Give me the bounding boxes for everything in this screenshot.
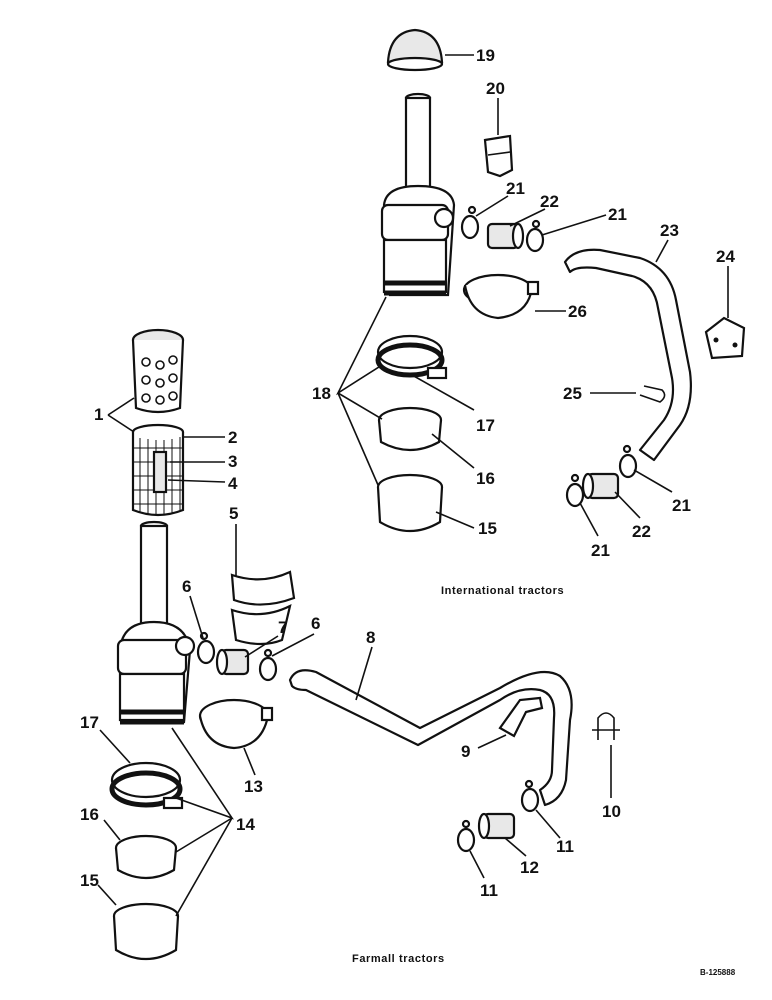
international-assembly [375, 28, 746, 532]
callout-5: 5 [229, 504, 238, 523]
cup-15 [112, 902, 180, 960]
hose-clamp-6 [196, 631, 216, 665]
callout-16: 16 [476, 469, 495, 488]
callout-19: 19 [476, 46, 495, 65]
callout-11: 11 [480, 881, 498, 900]
intake-tube-8 [288, 669, 573, 807]
ring-16 [114, 834, 178, 880]
callout-25: 25 [563, 384, 582, 403]
farmall-assembly [109, 328, 620, 960]
air-cleaner-body [116, 620, 196, 725]
bracket-24 [704, 316, 746, 360]
u-bolt-25 [639, 385, 666, 403]
callout-15: 15 [80, 871, 99, 890]
reference-number: B-125888 [700, 968, 736, 977]
hose-clamp-6 [258, 648, 278, 682]
screen-2 [131, 423, 185, 517]
saddle-5 [230, 570, 296, 646]
bracket-20 [483, 134, 514, 178]
air-cleaner-body [380, 184, 456, 297]
callout-21: 21 [506, 179, 525, 198]
callout-23: 23 [660, 221, 679, 240]
clamp-ring-17 [375, 334, 448, 380]
callout-26: 26 [568, 302, 587, 321]
mounting-band-26 [462, 273, 540, 320]
callout-12: 12 [520, 858, 539, 877]
international-leaders [335, 54, 729, 537]
callout-21: 21 [591, 541, 610, 560]
callout-1: 1 [94, 405, 103, 424]
callout-22: 22 [632, 522, 651, 541]
u-bolt-10 [592, 712, 620, 740]
callout-20: 20 [486, 79, 505, 98]
precleaner-cap [386, 28, 444, 72]
mounting-band-13 [198, 698, 274, 750]
hose-22 [486, 222, 525, 250]
callout-17: 17 [80, 713, 99, 732]
callout-15: 15 [478, 519, 497, 538]
callout-21: 21 [608, 205, 627, 224]
farmall-leaders [97, 397, 612, 917]
callout-9: 9 [461, 742, 470, 761]
hose-clamp-21 [460, 205, 480, 240]
intake-tube-23 [563, 248, 692, 462]
precleaner-1 [131, 328, 185, 414]
bracket-9 [498, 696, 544, 738]
clamp-ring-17 [109, 761, 184, 810]
ring-16 [377, 406, 443, 452]
hose-clamp-11 [456, 819, 476, 853]
caption-farmall-tractors: Farmall tractors [352, 953, 445, 965]
callout-13: 13 [244, 777, 263, 796]
callout-11: 11 [556, 837, 574, 856]
callout-2: 2 [228, 428, 237, 447]
callout-18: 18 [312, 384, 331, 403]
callout-6: 6 [182, 577, 191, 596]
callout-6: 6 [311, 614, 320, 633]
callout-3: 3 [228, 452, 237, 471]
callout-21: 21 [672, 496, 691, 515]
caption-international-tractors: International tractors [441, 585, 564, 597]
hose-clamp-21 [618, 444, 638, 479]
callout-numbers: 19 20 21 22 21 23 24 26 25 18 17 16 21 2… [80, 46, 735, 900]
hose-7 [215, 648, 250, 676]
callout-24: 24 [716, 247, 735, 266]
cup-15 [376, 473, 444, 532]
intake-pipe [139, 520, 169, 626]
hose-12 [477, 812, 516, 840]
callout-14: 14 [236, 815, 255, 834]
callout-8: 8 [366, 628, 375, 647]
callout-16: 16 [80, 805, 99, 824]
hose-clamp-21 [565, 473, 585, 508]
hose-clamp-11 [520, 779, 540, 813]
callout-22: 22 [540, 192, 559, 211]
callout-10: 10 [602, 802, 621, 821]
callout-4: 4 [228, 474, 238, 493]
hose-clamp-21 [525, 219, 545, 253]
hose-22 [581, 472, 620, 500]
intake-pipe [404, 92, 432, 192]
callout-7: 7 [278, 618, 287, 637]
callout-17: 17 [476, 416, 495, 435]
